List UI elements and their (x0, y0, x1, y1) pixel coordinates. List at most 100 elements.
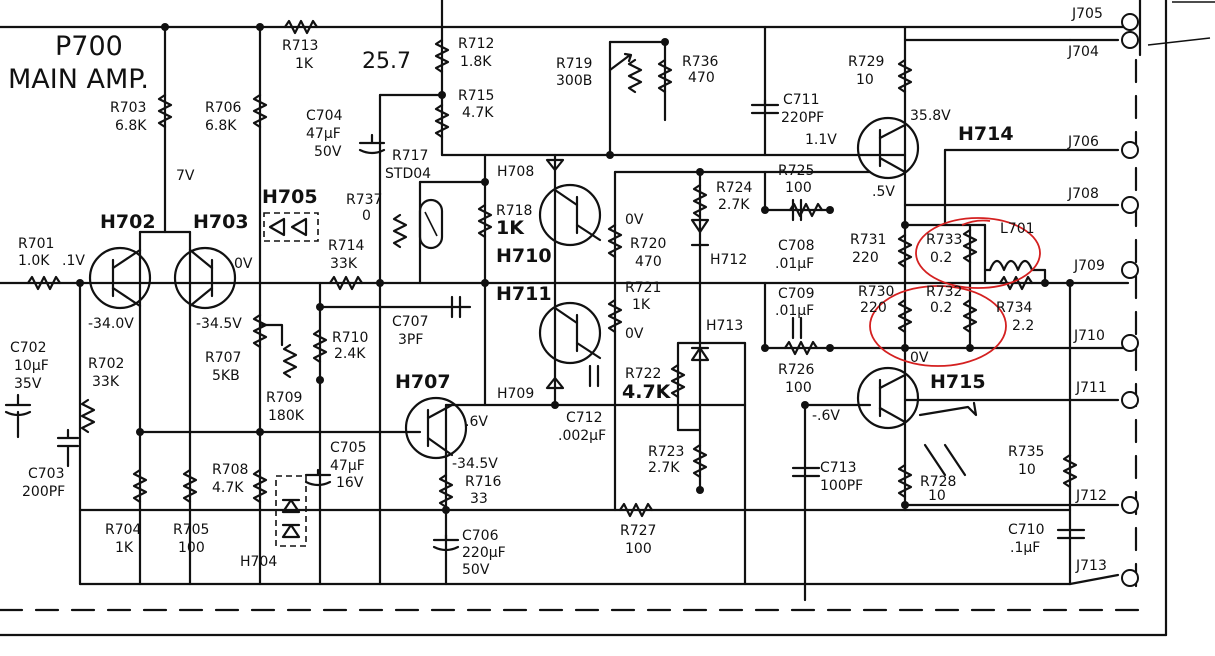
r732-id: R732 (926, 284, 962, 300)
c704-value: 47µF (306, 126, 341, 142)
r735-value: 10 (1018, 462, 1036, 478)
c704-voltage: 50V (314, 144, 342, 160)
voltage-h714-emitter: .5V (872, 184, 895, 200)
r705-value: 100 (178, 540, 205, 556)
c703-id: C703 (28, 466, 65, 482)
h708-label: H708 (497, 164, 534, 180)
r713-value: 1K (295, 56, 314, 72)
r736-value: 470 (688, 70, 715, 86)
r724-value: 2.7K (718, 197, 750, 213)
r727-id: R727 (620, 523, 656, 539)
c713-value: 100PF (820, 478, 863, 494)
board-subtitle: MAIN AMP. (8, 64, 149, 95)
voltage-h714-base: 1.1V (805, 132, 837, 148)
red-annotation-circle-lower (869, 285, 1007, 367)
r713-id: R713 (282, 38, 318, 54)
r728-value: 10 (928, 488, 946, 504)
h709-diode-symbol (545, 376, 565, 390)
voltage-h711-emitter: 0V (625, 326, 644, 342)
h703-label: H703 (193, 211, 249, 233)
voltage-h715-base: -.6V (812, 408, 840, 424)
h705-label: H705 (262, 186, 318, 208)
c710-id: C710 (1008, 522, 1045, 538)
voltage-h710-emitter: 0V (625, 212, 644, 228)
r721-value: 1K (632, 297, 651, 313)
output-jacks (1121, 13, 1139, 587)
h712-label: H712 (710, 252, 747, 268)
pot-wiper-r719 (608, 52, 633, 72)
c703-value: 200PF (22, 484, 65, 500)
r725-value: 100 (785, 180, 812, 196)
r721-id: R721 (625, 280, 661, 296)
h708-diode-symbol (545, 158, 565, 172)
c708-value: .01µF (775, 256, 814, 272)
c705-value: 47µF (330, 458, 365, 474)
r731-id: R731 (850, 232, 886, 248)
r725-id: R725 (778, 163, 814, 179)
voltage-h715-collector: 0V (910, 350, 929, 366)
r730-value: 220 (860, 300, 887, 316)
c706-id: C706 (462, 528, 499, 544)
h704-label: H704 (240, 554, 277, 570)
r723-value: 2.7K (648, 460, 680, 476)
c712-id: C712 (566, 410, 603, 426)
r714-id: R714 (328, 238, 365, 254)
h715-label: H715 (930, 371, 986, 393)
r710-value: 2.4K (334, 346, 366, 362)
r718-id: R718 (496, 203, 532, 219)
r717-thermistor-symbol (418, 198, 444, 250)
h713-label: H713 (706, 318, 743, 334)
r731-value: 220 (852, 250, 879, 266)
h714-label: H714 (958, 123, 1014, 145)
r727-value: 100 (625, 541, 652, 557)
c710-value: .1µF (1010, 540, 1040, 556)
h702-label: H702 (100, 211, 156, 233)
r701-id: R701 (18, 236, 54, 252)
h712-diode-symbol (690, 218, 710, 247)
r712-id: R712 (458, 36, 494, 52)
r726-value: 100 (785, 380, 812, 396)
r708-value: 4.7K (212, 480, 244, 496)
r702-id: R702 (88, 356, 124, 372)
c705-id: C705 (330, 440, 367, 456)
voltage-h707-base: .6V (465, 414, 488, 430)
transistor-symbols (88, 116, 920, 460)
jack-label-j711: J711 (1075, 380, 1107, 396)
r719-value: 300B (556, 73, 592, 89)
red-annotation-tick (961, 219, 991, 226)
r726-id: R726 (778, 362, 815, 378)
r709-value: 180K (268, 408, 305, 424)
r730-id: R730 (858, 284, 894, 300)
h704-dashed-box (275, 475, 307, 547)
r706-id: R706 (205, 100, 242, 116)
r703-id: R703 (110, 100, 146, 116)
r704-id: R704 (105, 522, 142, 538)
r733-value: 0.2 (930, 250, 952, 266)
r717-value: STD04 (385, 166, 431, 182)
jack-label-j704: J704 (1067, 44, 1099, 60)
h715-heatsink-tab (918, 401, 978, 417)
c712-value: .002µF (558, 428, 606, 444)
r709-id: R709 (266, 390, 302, 406)
r737-id: R737 (346, 192, 382, 208)
r729-value: 10 (856, 72, 874, 88)
capacitor-symbols (4, 98, 1086, 552)
junction-dots (76, 23, 1074, 514)
r712-value: 1.8K (460, 54, 492, 70)
r728-hatch (923, 443, 967, 477)
resistor-symbols (26, 19, 1078, 518)
r737-value: 0 (362, 208, 371, 224)
h705-dashed-box (263, 212, 319, 242)
c705-voltage: 16V (336, 475, 364, 491)
r714-value: 33K (330, 256, 358, 272)
r716-id: R716 (465, 474, 502, 490)
r717-thermistor-slash (424, 211, 438, 237)
r715-value: 4.7K (462, 105, 494, 121)
h711-label: H711 (496, 283, 552, 305)
r719-id: R719 (556, 56, 592, 72)
r722-value: 4.7K (622, 381, 672, 403)
c707-id: C707 (392, 314, 429, 330)
jack-label-j712: J712 (1075, 488, 1107, 504)
h705-diode-symbol (268, 217, 308, 237)
